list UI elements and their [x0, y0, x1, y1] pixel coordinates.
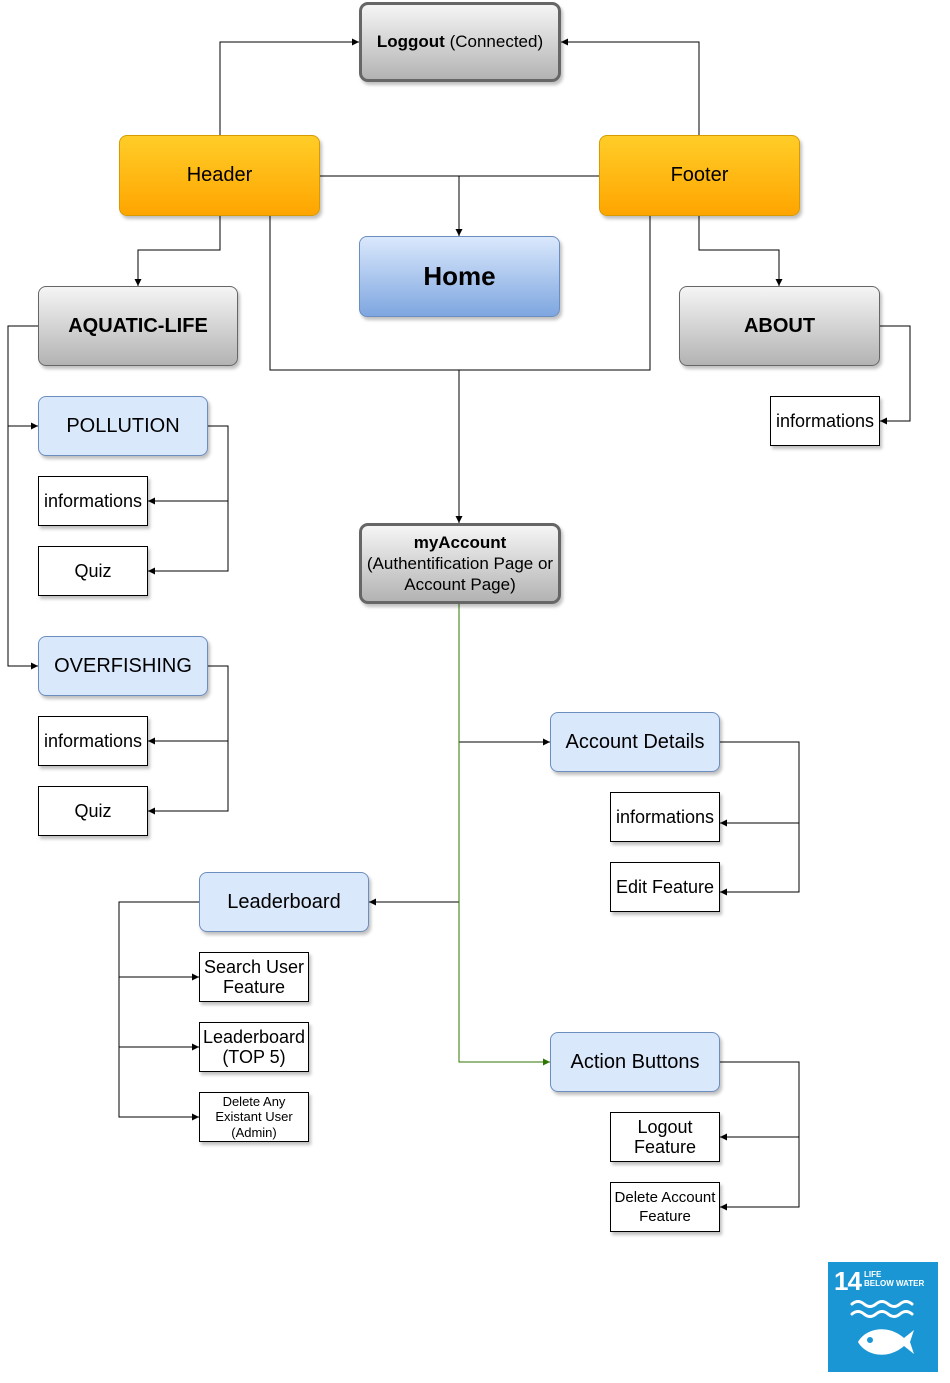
about-info-label: informations [775, 410, 875, 431]
edge-action-logout [720, 1061, 800, 1141]
edge-details-info [720, 741, 800, 827]
edge-leaderboard-search [118, 901, 199, 981]
action-buttons-label: Action Buttons [570, 1050, 700, 1073]
account-details-label: Account Details [565, 730, 705, 753]
myaccount-title: myAccount [413, 532, 507, 552]
logout-feature-line2: Feature [633, 1137, 697, 1157]
edge-header-aquatic [134, 216, 221, 286]
sdg-goal-text: LIFE BELOW WATER [864, 1270, 924, 1288]
search-user-line2: Feature [222, 977, 286, 997]
sdg-goal-line2: BELOW WATER [864, 1279, 925, 1289]
overfishing-node: OVERFISHING [38, 636, 208, 696]
edge-overfishing-quiz [148, 741, 229, 815]
delete-user-line2: Existant User [215, 1109, 293, 1125]
overfishing-quiz-node: Quiz [38, 786, 148, 836]
logout-label: Loggout [376, 32, 445, 52]
about-info-node: informations [770, 396, 880, 446]
edge-leaderboard-delete [118, 1047, 199, 1121]
myaccount-subtitle-2: Account Page) [404, 575, 516, 595]
myaccount-node: myAccount (Authentification Page or Acco… [359, 523, 561, 604]
footer-label: Footer [670, 164, 729, 187]
leaderboard-node: Leaderboard [199, 872, 369, 932]
account-info-label: informations [615, 806, 715, 827]
leaderboard-label: Leaderboard [227, 890, 341, 913]
sdg-goal-line1: LIFE [864, 1270, 882, 1279]
overfishing-info-node: informations [38, 716, 148, 766]
delete-account-node: Delete Account Feature [610, 1182, 720, 1232]
sdg-14-badge: 14 LIFE BELOW WATER [828, 1262, 938, 1372]
myaccount-subtitle-1: (Authentification Page or [366, 553, 554, 573]
aquatic-life-node: AQUATIC-LIFE [38, 286, 238, 366]
search-user-node: Search User Feature [199, 952, 309, 1002]
action-buttons-node: Action Buttons [550, 1032, 720, 1092]
logout-status: (Connected) [449, 32, 544, 52]
edge-header-logout [219, 38, 359, 135]
edge-about-info [880, 325, 911, 425]
pollution-node: POLLUTION [38, 396, 208, 456]
edge-aquatic-pollution [7, 325, 38, 430]
pollution-quiz-label: Quiz [74, 560, 112, 581]
home-node: Home [359, 236, 560, 317]
delete-user-line1: Delete Any [222, 1093, 286, 1109]
header-node: Header [119, 135, 320, 216]
search-user-line1: Search User [203, 956, 305, 977]
pollution-info-label: informations [43, 490, 143, 511]
fish-wave-icon [850, 1300, 914, 1355]
leaderboard-top-line1: Leaderboard [202, 1026, 306, 1047]
edit-feature-label: Edit Feature [615, 876, 715, 897]
delete-account-line2: Feature [639, 1208, 691, 1225]
edge-pollution-quiz [148, 501, 229, 575]
edge-footer-about [698, 216, 783, 286]
delete-user-line3: (Admin) [231, 1124, 277, 1140]
about-label: ABOUT [743, 314, 816, 337]
edge-myaccount-action [458, 604, 550, 1066]
pollution-info-node: informations [38, 476, 148, 526]
edge-action-delete [720, 1137, 800, 1211]
edge-details-edit [720, 823, 800, 896]
pollution-label: POLLUTION [66, 414, 180, 437]
edge-aquatic-overfishing [7, 426, 38, 670]
logout-feature-line1: Logout [637, 1116, 693, 1137]
account-details-node: Account Details [550, 712, 720, 772]
aquatic-life-label: AQUATIC-LIFE [68, 314, 208, 337]
home-label: Home [423, 260, 496, 291]
leaderboard-top-line2: (TOP 5) [222, 1047, 286, 1067]
edit-feature-node: Edit Feature [610, 862, 720, 912]
delete-user-node: Delete Any Existant User (Admin) [199, 1092, 309, 1142]
logout-feature-node: Logout Feature [610, 1112, 720, 1162]
leaderboard-top-node: Leaderboard (TOP 5) [199, 1022, 309, 1072]
account-info-node: informations [610, 792, 720, 842]
footer-node: Footer [599, 135, 800, 216]
edge-leaderboard-top [118, 977, 199, 1051]
overfishing-label: OVERFISHING [54, 654, 192, 677]
overfishing-info-label: informations [43, 730, 143, 751]
edge-footer-logout [561, 38, 700, 135]
logout-node: Loggout (Connected) [359, 2, 561, 82]
pollution-quiz-node: Quiz [38, 546, 148, 596]
about-node: ABOUT [679, 286, 880, 366]
delete-account-line1: Delete Account [614, 1188, 716, 1206]
overfishing-quiz-label: Quiz [74, 800, 112, 821]
sdg-number: 14 [834, 1266, 862, 1296]
header-label: Header [186, 164, 253, 187]
